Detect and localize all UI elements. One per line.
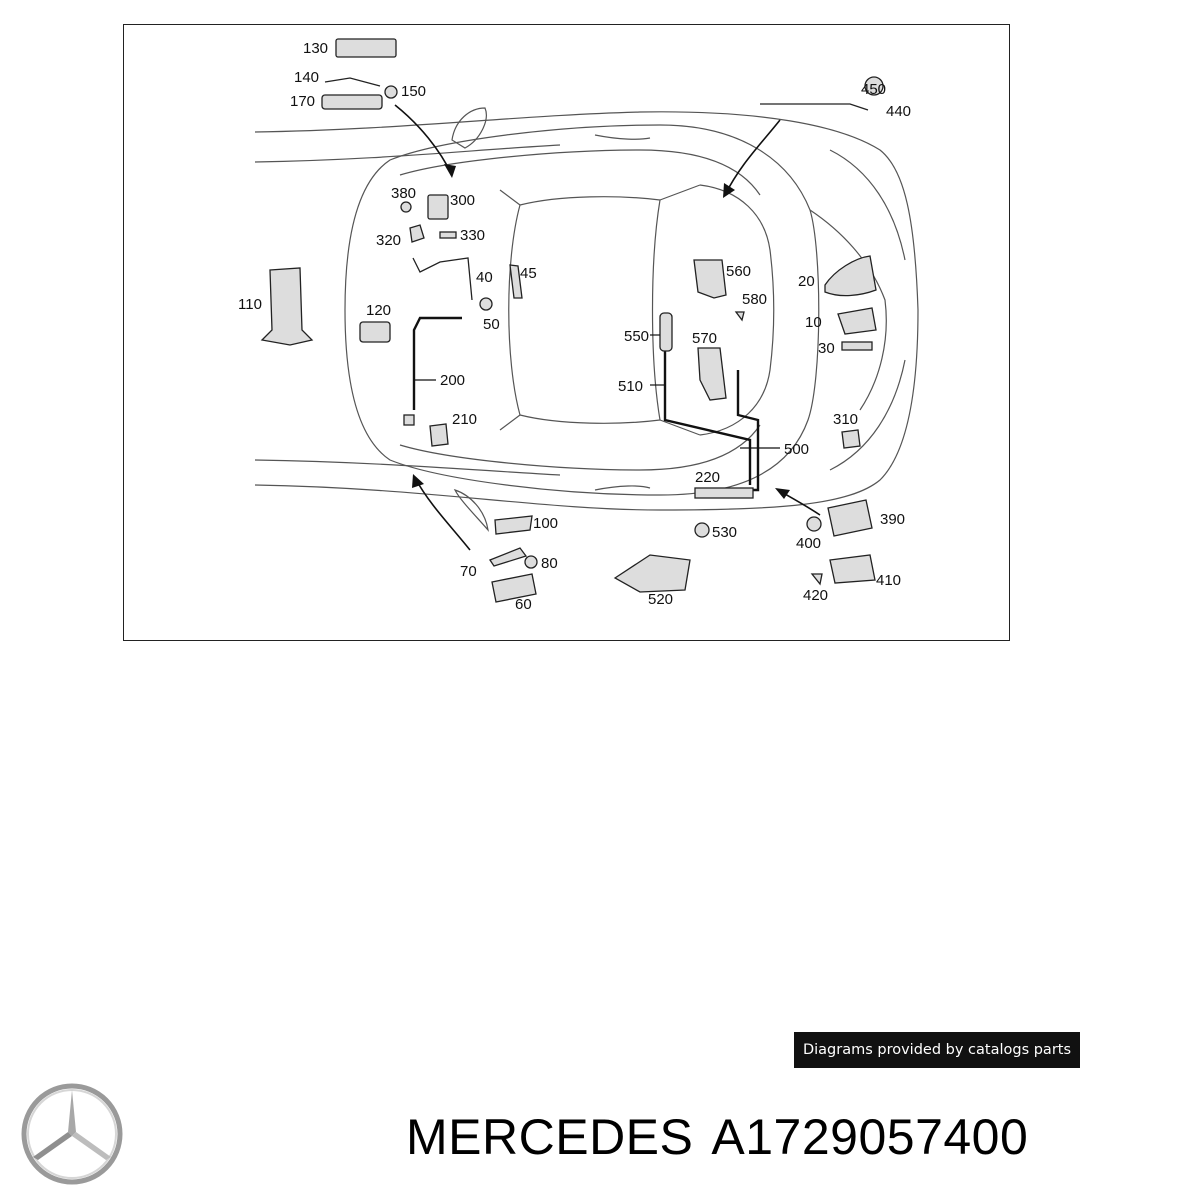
part-450-glyph [864,76,884,96]
part-520-glyph [613,554,691,593]
callout-220: 220 [695,469,720,486]
part-530-glyph [694,522,710,538]
mercedes-star-icon [21,1083,123,1185]
part-550-glyph [659,312,673,352]
part-100-glyph [494,515,533,535]
callout-labels: 130 140 150 170 450 440 380 300 320 330 … [238,40,911,613]
callout-420: 420 [803,587,828,604]
part-200-connector-glyph [403,414,415,426]
part-50-glyph [479,297,493,311]
part-60-glyph [491,573,537,603]
callout-570: 570 [692,330,717,347]
callout-210: 210 [452,411,477,428]
callout-120: 120 [366,302,391,319]
part-glyphs [260,38,884,603]
callout-110: 110 [238,296,262,313]
leader-lines [414,334,780,449]
part-220-glyph [694,487,754,499]
callout-300: 300 [450,192,475,209]
callout-400: 400 [796,535,821,552]
callout-510: 510 [618,378,643,395]
callout-70: 70 [460,563,477,580]
callout-390: 390 [880,511,905,528]
callout-50: 50 [483,316,500,333]
callout-520: 520 [648,591,673,608]
callout-200: 200 [440,372,465,389]
callout-440: 440 [886,103,911,120]
callout-170: 170 [290,93,315,110]
part-380-glyph [400,201,412,213]
callout-410: 410 [876,572,901,589]
callout-500: 500 [784,441,809,458]
callout-30: 30 [818,340,835,357]
callout-320: 320 [376,232,401,249]
part-300-glyph [427,194,449,220]
part-20-glyph [824,255,877,297]
callout-60: 60 [515,596,532,613]
part-440-glyph [760,103,869,111]
part-30-glyph [841,341,873,351]
callout-580: 580 [742,291,767,308]
credit-banner: Diagrams provided by catalogs parts [794,1032,1080,1068]
callout-530: 530 [712,524,737,541]
callout-330: 330 [460,227,485,244]
part-580-glyph [734,311,745,322]
part-330-glyph [439,231,457,239]
part-80-glyph [524,555,538,569]
part-10-glyph [837,307,877,335]
callout-100: 100 [533,515,558,532]
part-140-glyph [324,77,381,87]
part-45-glyph [509,264,523,299]
part-420-glyph [810,573,823,586]
part-110-glyph [260,267,314,346]
callout-140: 140 [294,69,319,86]
part-410-glyph [829,554,876,584]
part-120-glyph [359,321,391,343]
callout-380: 380 [391,185,416,202]
callout-560: 560 [726,263,751,280]
product-title: MERCEDES A1729057400 [406,1108,1028,1166]
car-outline [254,107,919,532]
callout-20: 20 [798,273,815,290]
part-570-glyph [697,347,727,401]
part-130-glyph [335,38,397,58]
callout-45: 45 [520,265,537,282]
callout-450: 450 [861,81,886,98]
callout-150: 150 [401,83,426,100]
callout-130: 130 [303,40,328,57]
callout-80: 80 [541,555,558,572]
brand-name: MERCEDES [406,1109,694,1165]
callout-310: 310 [833,411,858,428]
part-310-glyph [841,429,861,449]
part-210-glyph [429,423,449,447]
callout-10: 10 [805,314,822,331]
mercedes-star-logo [18,1080,126,1188]
part-560-glyph [693,259,727,299]
part-320-glyph [409,224,425,243]
pointer-arrows [394,104,821,551]
part-170-glyph [321,94,383,110]
part-40-glyph [412,257,473,301]
part-150-glyph [384,85,398,99]
callout-550: 550 [624,328,649,345]
parts-diagram: 130 140 150 170 450 440 380 300 320 330 … [238,38,919,613]
callout-40: 40 [476,269,493,286]
part-390-glyph [827,499,873,537]
part-70-glyph [489,547,528,567]
arrow-heads [412,164,790,499]
part-number: A1729057400 [711,1109,1029,1165]
part-400-glyph [806,516,822,532]
